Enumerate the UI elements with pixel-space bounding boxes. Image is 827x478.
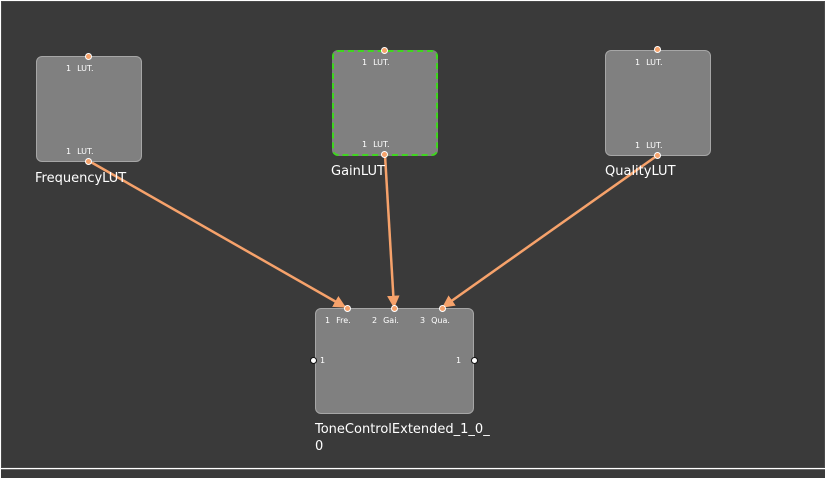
port-number: 3	[420, 316, 426, 325]
connection-gain-to-tone[interactable]	[383, 154, 400, 309]
node-gain-lut[interactable]	[332, 50, 438, 156]
quality-input-port[interactable]	[654, 46, 661, 53]
frequency-input-port[interactable]	[85, 53, 92, 60]
tone-input-label-quality: 3 Qua.	[420, 316, 450, 325]
port-name: LUT.	[646, 58, 663, 67]
port-number: 1	[66, 147, 72, 156]
tone-input-label-gain: 2 Gai.	[372, 316, 399, 325]
port-name: Qua.	[431, 316, 450, 325]
port-name: Gai.	[383, 316, 399, 325]
port-number: 1	[362, 140, 368, 149]
node-title-frequency: FrequencyLUT	[35, 171, 127, 186]
tone-left-port[interactable]	[310, 357, 317, 364]
port-number: 1	[325, 316, 331, 325]
node-title-quality: QualityLUT	[605, 164, 676, 179]
port-name: LUT.	[373, 140, 390, 149]
tone-right-port-label: 1	[456, 356, 462, 365]
gain-input-label: 1 LUT.	[362, 58, 390, 67]
quality-input-label: 1 LUT.	[635, 58, 663, 67]
quality-output-label: 1 LUT.	[635, 141, 663, 150]
port-name: LUT.	[646, 141, 663, 150]
node-title-gain: GainLUT	[331, 164, 385, 179]
connection-quality-to-tone[interactable]	[441, 153, 659, 309]
tone-right-port[interactable]	[471, 357, 478, 364]
gain-output-port[interactable]	[381, 151, 388, 158]
tone-left-port-label: 1	[320, 356, 326, 365]
tone-input-port-gain[interactable]	[391, 305, 398, 312]
port-name: LUT.	[77, 147, 94, 156]
connection-frequency-to-tone[interactable]	[88, 159, 347, 309]
frequency-output-port[interactable]	[85, 158, 92, 165]
quality-output-port[interactable]	[654, 152, 661, 159]
port-number: 1	[635, 58, 641, 67]
tone-input-label-frequency: 1 Fre.	[325, 316, 351, 325]
port-name: Fre.	[336, 316, 351, 325]
gain-output-label: 1 LUT.	[362, 140, 390, 149]
port-number: 1	[362, 58, 368, 67]
port-number: 2	[372, 316, 378, 325]
port-number: 1	[635, 141, 641, 150]
node-title-tone-line1: ToneControlExtended_1_0_	[315, 422, 490, 437]
tone-input-port-quality[interactable]	[439, 305, 446, 312]
port-name: LUT.	[77, 64, 94, 73]
node-quality-lut[interactable]	[605, 50, 711, 156]
frequency-output-label: 1 LUT.	[66, 147, 94, 156]
tone-input-port-frequency[interactable]	[344, 305, 351, 312]
gain-input-port[interactable]	[381, 47, 388, 54]
canvas-bottom-divider	[1, 469, 825, 478]
node-title-tone-line2: 0	[315, 439, 324, 454]
port-name: LUT.	[373, 58, 390, 67]
frequency-input-label: 1 LUT.	[66, 64, 94, 73]
port-number: 1	[66, 64, 72, 73]
